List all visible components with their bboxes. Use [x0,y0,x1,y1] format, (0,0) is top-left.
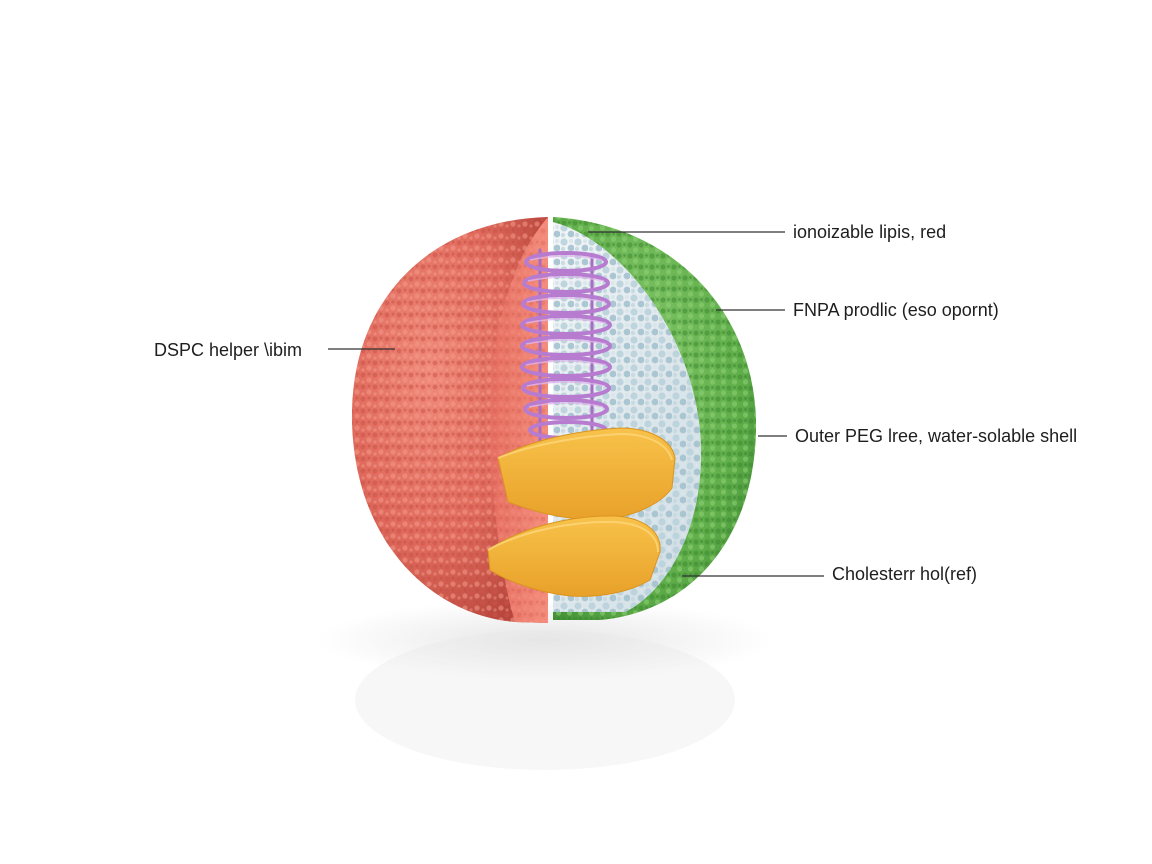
mrna-coil-highlight [525,255,607,408]
label-cholesterol: Cholesterr hol(ref) [832,564,978,584]
mrna-coil-icon [520,248,612,442]
label-peg-shell: Outer PEG lree, water-solable shell [795,426,1078,446]
label-ionizable-lipid: ionoizable lipis, red [793,222,947,242]
cholesterol-blocks-icon [487,427,676,597]
leader-lines [328,231,824,577]
label-dspc-helper-lipid: DSPC helper \ibim [154,340,303,360]
floor-reflection [355,630,735,770]
ground-shadow [315,600,775,680]
label-mrna-product: FNPA prodlic (eso opornt) [793,300,999,320]
